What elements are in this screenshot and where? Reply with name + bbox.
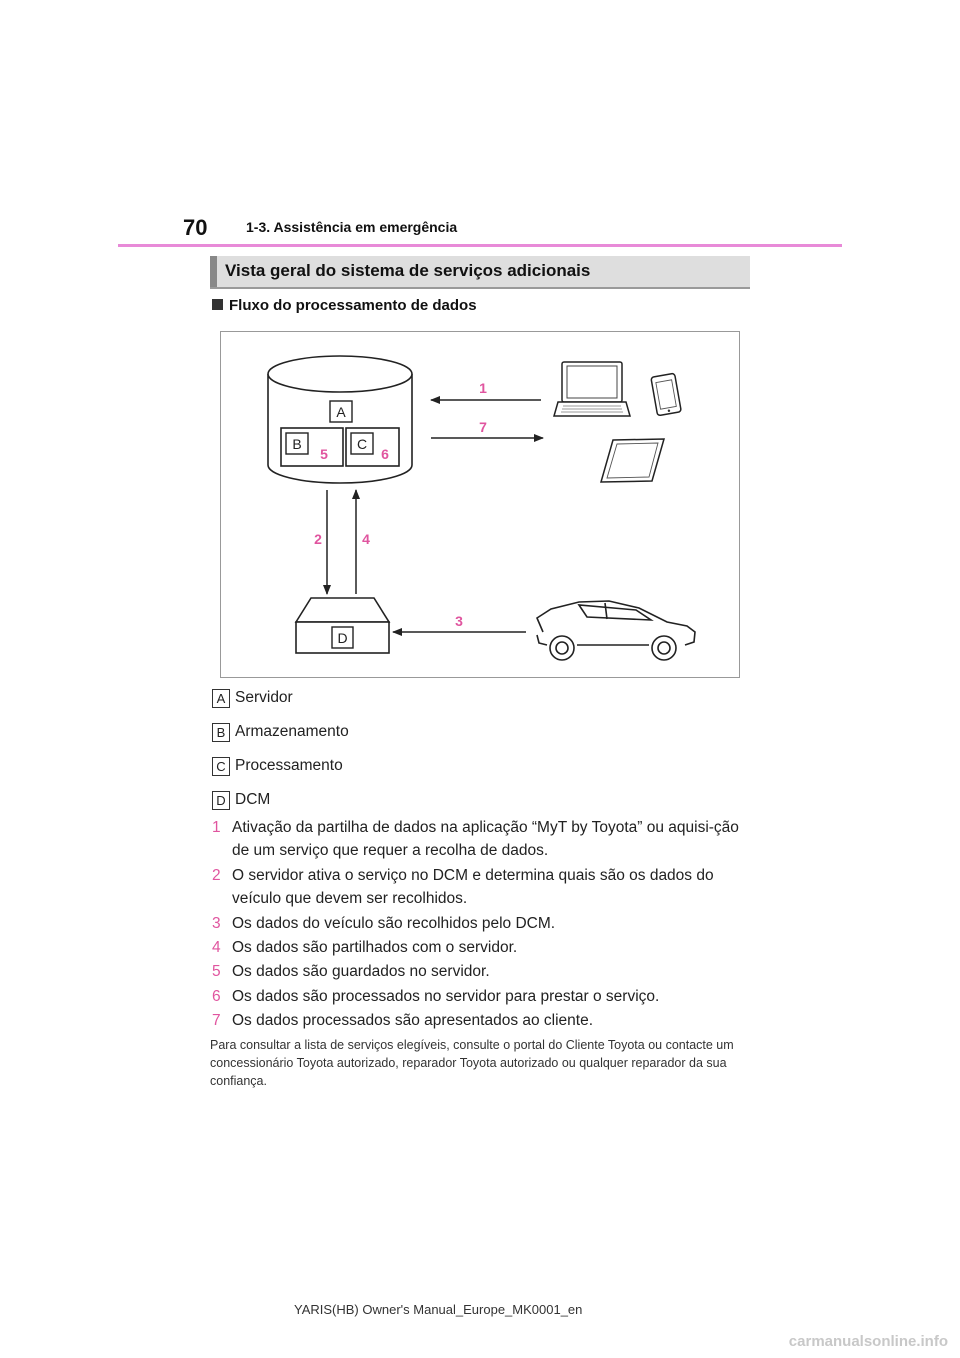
data-flow-diagram: A B 5 C 6 1 7: [220, 331, 740, 678]
step-marker-7: 7: [479, 419, 487, 435]
label-box-d: [331, 626, 354, 649]
legend-text: Servidor: [235, 689, 293, 706]
step-item-7: 7 Os dados processados são apresentados …: [212, 1009, 752, 1032]
subheading-text: Fluxo do processamento de dados: [229, 297, 477, 314]
step-number: 1: [212, 819, 221, 836]
step-marker-1: 1: [479, 380, 487, 396]
legend-letter-box: B: [212, 723, 230, 742]
step-number: 5: [212, 963, 221, 980]
label-a: A: [336, 404, 346, 420]
legend-letter-box: C: [212, 757, 230, 776]
legend-item-c: C Processamento: [212, 757, 343, 776]
label-box-c: [350, 432, 374, 455]
step-text: Ativação da partilha de dados na aplicaç…: [232, 819, 739, 859]
step-number: 6: [212, 988, 221, 1005]
step-item-2: 2 O servidor ativa o serviço no DCM e de…: [212, 864, 752, 910]
footnote: Para consultar a lista de serviços elegí…: [210, 1038, 734, 1088]
step-marker-2: 2: [314, 531, 322, 547]
step-item-4: 4 Os dados são partilhados com o servido…: [212, 936, 752, 959]
footer-manual-id: YARIS(HB) Owner's Manual_Europe_MK0001_e…: [294, 1302, 583, 1317]
tablet-icon: [600, 438, 665, 483]
step-item-5: 5 Os dados são guardados no servidor.: [212, 960, 752, 983]
label-d: D: [337, 630, 347, 646]
step-marker-5: 5: [320, 446, 328, 462]
car-icon: [535, 600, 696, 661]
header-divider: [118, 244, 842, 247]
legend-letter-box: D: [212, 791, 230, 810]
watermark: carmanualsonline.info: [788, 1333, 948, 1350]
step-item-3: 3 Os dados do veículo são recolhidos pel…: [212, 912, 752, 935]
step-text: Os dados são processados no servidor par…: [232, 988, 660, 1005]
step-text: Os dados do veículo são recolhidos pelo …: [232, 915, 556, 932]
diagram-svg: A B 5 C 6 1 7: [267, 355, 696, 661]
page-number: 70: [183, 215, 208, 240]
step-number: 2: [212, 867, 221, 884]
subheading: Fluxo do processamento de dados: [212, 297, 477, 314]
step-text: Os dados processados são apresentados ao…: [232, 1012, 594, 1029]
step-number: 3: [212, 915, 221, 932]
step-marker-6: 6: [381, 446, 389, 462]
legend-text: DCM: [235, 791, 271, 808]
legend-text: Armazenamento: [235, 723, 349, 740]
title-accent: [210, 256, 217, 287]
step-item-6: 6 Os dados são processados no servidor p…: [212, 985, 752, 1008]
step-number: 7: [212, 1012, 221, 1029]
label-box-a: [329, 400, 353, 423]
legend-text: Processamento: [235, 757, 343, 774]
section-title: Vista geral do sistema de serviços adici…: [225, 261, 591, 280]
laptop-icon: [553, 361, 631, 417]
step-number: 4: [212, 939, 221, 956]
step-text: O servidor ativa o serviço no DCM e dete…: [232, 867, 714, 907]
smartphone-icon: [650, 372, 682, 417]
label-c: C: [357, 436, 367, 452]
step-item-1: 1 Ativação da partilha de dados na aplic…: [212, 816, 752, 862]
label-box-b: [285, 432, 309, 455]
section-header: 1-3. Assistência em emergência: [246, 219, 458, 235]
step-text: Os dados são guardados no servidor.: [232, 963, 490, 980]
step-marker-3: 3: [455, 613, 463, 629]
legend-item-a: A Servidor: [212, 689, 293, 708]
label-b: B: [292, 436, 301, 452]
bullet-square-icon: [212, 299, 223, 310]
section-title-bar: Vista geral do sistema de serviços adici…: [210, 256, 750, 289]
legend-item-d: D DCM: [212, 791, 270, 810]
step-marker-4: 4: [362, 531, 370, 547]
step-text: Os dados são partilhados com o servidor.: [232, 939, 518, 956]
legend-letter-box: A: [212, 689, 230, 708]
legend-item-b: B Armazenamento: [212, 723, 349, 742]
